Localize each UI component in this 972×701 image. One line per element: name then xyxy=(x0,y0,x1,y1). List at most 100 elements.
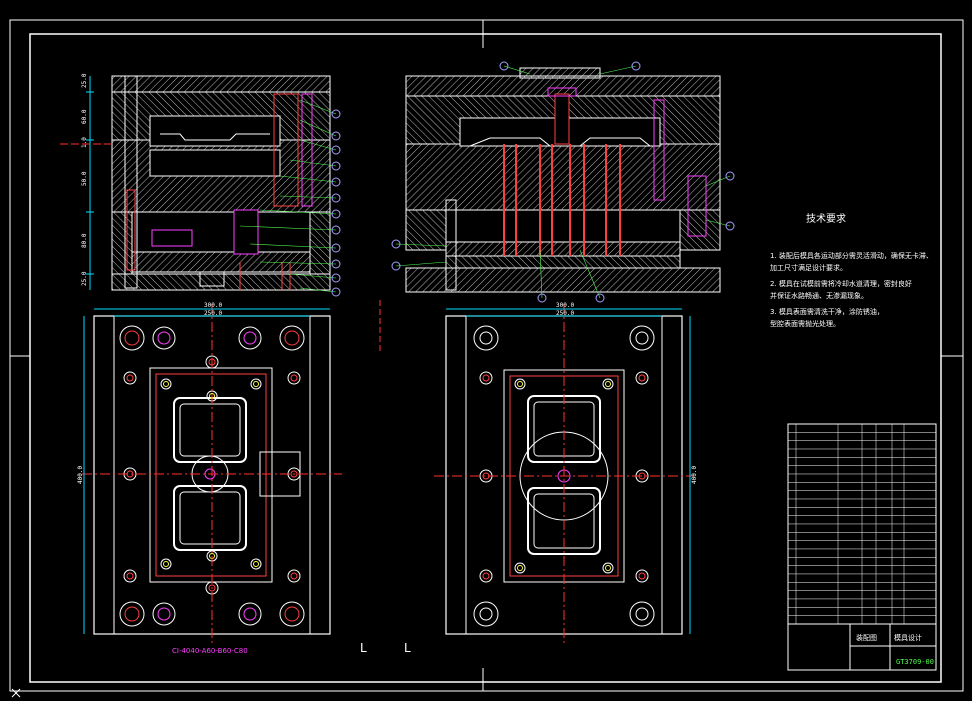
callout-bubble xyxy=(725,221,735,231)
callout-bubble xyxy=(331,225,341,235)
leader-line xyxy=(599,65,637,75)
title-block-drawing-no: GT3709-00 xyxy=(896,658,934,666)
hole-inner xyxy=(517,381,523,387)
title-block: 装配图 模具设计 GT3709-00 xyxy=(787,623,937,671)
hole-inner xyxy=(124,330,140,346)
title-block-name: 装配图 xyxy=(856,633,877,642)
hole xyxy=(635,371,649,385)
hole-inner xyxy=(284,606,300,622)
callout-bubble xyxy=(331,131,341,141)
hole xyxy=(119,601,145,627)
hole xyxy=(602,562,614,574)
hole xyxy=(279,325,305,351)
hole-inner xyxy=(163,561,169,567)
callout-bubble xyxy=(391,261,401,271)
leader-line xyxy=(259,209,337,215)
hole-inner xyxy=(157,607,171,621)
dim-plate-c: 50.0 xyxy=(81,171,88,186)
leader-line xyxy=(579,249,601,299)
tech-note-6: 型腔表面需抛光处理。 xyxy=(770,319,840,328)
callout-bubble xyxy=(331,259,341,269)
tech-note-3: 2. 模具在试模前需将冷却水道清理，密封良好 xyxy=(770,279,912,288)
hole xyxy=(250,558,262,570)
callout-bubble xyxy=(725,171,735,181)
dim-left-outer-width: 300.0 xyxy=(204,302,222,309)
hole xyxy=(635,569,649,583)
dim-plate-a: 25.0 xyxy=(81,73,88,88)
leader-line xyxy=(249,243,337,249)
hole-inner xyxy=(163,381,169,387)
left-plan-centerlines xyxy=(82,304,342,646)
hole-inner xyxy=(126,374,134,382)
hole xyxy=(238,602,262,626)
hole xyxy=(473,601,499,627)
hole xyxy=(629,325,655,351)
parts-list-table xyxy=(787,423,937,625)
hole xyxy=(152,326,176,350)
corner-mark-right: L xyxy=(404,641,411,655)
dim-right-inner-width: 250.0 xyxy=(556,310,574,317)
dim-plate-b: 60.0 xyxy=(81,109,88,124)
dim-plate-d: 80.0 xyxy=(81,233,88,248)
hole xyxy=(123,569,137,583)
hole xyxy=(123,371,137,385)
hole-inner xyxy=(479,331,493,345)
hole xyxy=(152,602,176,626)
leader-line xyxy=(239,225,337,231)
callout-bubble xyxy=(331,145,341,155)
leader-line xyxy=(539,249,543,299)
tech-title: 技术要求 xyxy=(806,212,846,225)
right-section-view[interactable] xyxy=(405,67,721,293)
callout-bubble xyxy=(331,193,341,203)
leader-line xyxy=(299,119,337,137)
hole-inner xyxy=(290,374,298,382)
hole xyxy=(514,562,526,574)
callout-bubble xyxy=(595,293,605,303)
hole-inner xyxy=(243,331,257,345)
leader-line xyxy=(279,195,337,199)
callout-bubble xyxy=(331,209,341,219)
title-block-company: 模具设计 xyxy=(894,633,922,642)
hole xyxy=(473,325,499,351)
hole-inner xyxy=(126,572,134,580)
hole-inner xyxy=(208,584,216,592)
hole-inner xyxy=(243,607,257,621)
callout-bubble xyxy=(391,239,401,249)
hole xyxy=(250,378,262,390)
hole-inner xyxy=(482,374,490,382)
hole xyxy=(238,326,262,350)
leader-line xyxy=(503,65,531,75)
hole xyxy=(160,558,172,570)
hole-inner xyxy=(605,565,611,571)
hole-inner xyxy=(635,607,649,621)
ejector-pins xyxy=(503,144,621,256)
callout-bubble xyxy=(331,109,341,119)
leader-line xyxy=(289,159,337,167)
left-plan-dimensions: 300.0 250.0 400.0 xyxy=(77,302,330,634)
hole xyxy=(160,378,172,390)
hole-inner xyxy=(290,470,298,478)
dim-parting: 1.0 xyxy=(81,137,88,148)
leader-line xyxy=(299,99,337,115)
hole-inner xyxy=(253,381,259,387)
hole-inner xyxy=(517,565,523,571)
leader-line xyxy=(259,261,337,265)
right-plan-holes xyxy=(473,325,655,627)
hole xyxy=(119,325,145,351)
hole-inner xyxy=(482,572,490,580)
tech-note-2: 加工尺寸满足设计要求。 xyxy=(770,263,847,272)
hole xyxy=(514,378,526,390)
hole-inner xyxy=(638,572,646,580)
dim-left-height: 400.0 xyxy=(77,466,84,484)
dim-right-height: 400.0 xyxy=(691,466,698,484)
dim-plate-e: 25.0 xyxy=(81,271,88,286)
leader-line xyxy=(299,139,337,151)
left-callouts xyxy=(239,99,341,297)
hole-inner xyxy=(635,331,649,345)
dim-right-outer-width: 300.0 xyxy=(556,302,574,309)
left-section-view[interactable] xyxy=(111,75,331,291)
hole xyxy=(479,569,493,583)
mold-base-caption: CI-4040-A60-B60-C80 xyxy=(172,647,248,655)
tech-note-4: 并保证水路畅通、无渗漏现象。 xyxy=(770,291,868,300)
